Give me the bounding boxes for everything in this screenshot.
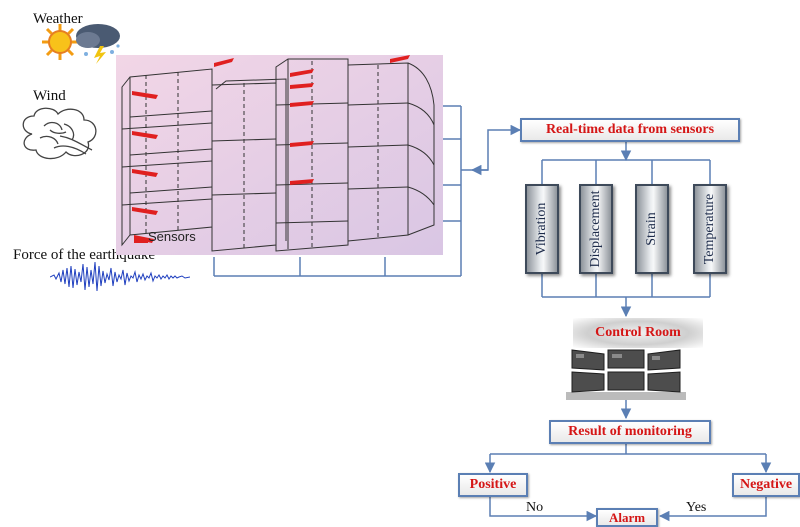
vibration-label: Vibration xyxy=(534,202,549,256)
temperature-box: Temperature xyxy=(693,184,727,274)
alarm-box: Alarm xyxy=(596,508,658,527)
strain-box: Strain xyxy=(635,184,669,274)
seismogram-icon xyxy=(50,261,190,292)
weather-label: Weather xyxy=(33,11,83,27)
negative-box: Negative xyxy=(732,473,800,497)
control-room-monitors-icon xyxy=(566,349,686,400)
displacement-box: Displacement xyxy=(579,184,613,274)
yes-label: Yes xyxy=(686,500,707,515)
vibration-box: Vibration xyxy=(525,184,559,274)
building-frame xyxy=(116,55,443,255)
weather-icon xyxy=(42,24,120,64)
control-room-label: Control Room xyxy=(573,318,703,348)
wind-label: Wind xyxy=(33,88,66,104)
sensors-label: Sensors xyxy=(148,229,196,244)
no-label: No xyxy=(526,500,544,515)
temperature-label: Temperature xyxy=(702,193,717,265)
wind-icon xyxy=(22,107,97,160)
result-box: Result of monitoring xyxy=(549,420,711,444)
realtime-data-box: Real-time data from sensors xyxy=(520,118,740,142)
sensor-marker-icon xyxy=(134,238,148,243)
displacement-label: Displacement xyxy=(588,190,603,268)
strain-label: Strain xyxy=(644,212,659,246)
positive-box: Positive xyxy=(458,473,528,497)
